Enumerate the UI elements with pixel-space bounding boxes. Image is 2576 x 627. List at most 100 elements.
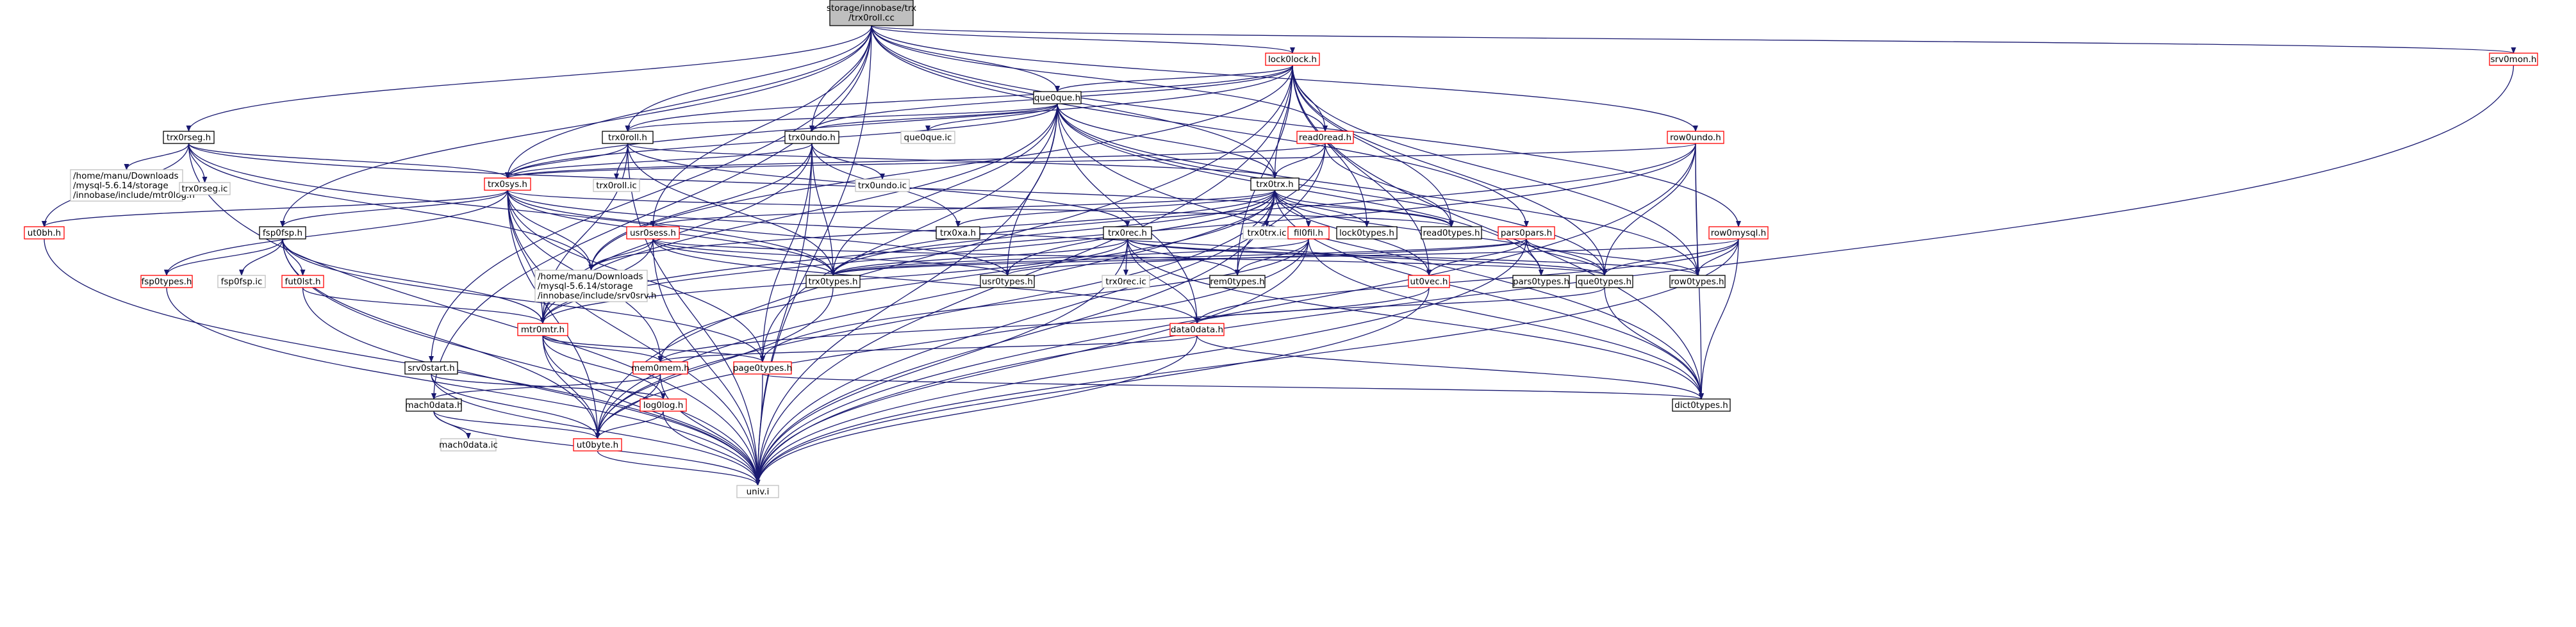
node-box (632, 361, 688, 375)
edge-trx0rseg-h-to-trx0sys-h (188, 143, 510, 179)
edge-trx0sys-h-to-usr0types-h (507, 190, 1010, 276)
node-box (855, 179, 910, 192)
node-trx0trx-h[interactable]: trx0trx.h (1250, 177, 1300, 191)
node-trx0roll-h[interactable]: trx0roll.h (602, 131, 654, 144)
node-label-line: /mysql-5.6.14/storage (538, 281, 633, 291)
node-rem0types-h[interactable]: rem0types.h (1209, 275, 1266, 288)
node-row0mysql-h[interactable]: row0mysql.h (1708, 226, 1769, 240)
node-home-path-1: /home/manu/Downloads/mysql-5.6.14/storag… (70, 169, 195, 202)
node-label-line: pars0types.h (1513, 277, 1569, 287)
node-home-path-2: /home/manu/Downloads/mysql-5.6.14/storag… (534, 270, 656, 302)
edge-que0que-h-to-trx0undo-h (809, 103, 1058, 132)
node-label-line: trx0rec.ic (1105, 277, 1146, 287)
node-box (805, 275, 861, 288)
node-label-line: log0log.h (643, 400, 684, 411)
edge-root-to-trx0sys-h (505, 25, 872, 179)
node-trx0types-h[interactable]: trx0types.h (805, 275, 861, 288)
edge-pars0pars-h-to-que0types-h (1526, 238, 1607, 276)
node-ut0bh-h[interactable]: ut0bh.h (24, 226, 65, 240)
edge-trx0rseg-h-to-home-path-1 (124, 143, 190, 170)
node-fsp0types-h[interactable]: fsp0types.h (140, 275, 193, 288)
node-trx0trx-ic: trx0trx.ic (1243, 226, 1291, 240)
edge-que0que-h-to-que0types-h (1057, 103, 1607, 276)
node-box (936, 226, 980, 240)
node-label-line: /innobase/include/srv0srv.h (538, 291, 656, 301)
node-lock0types-h[interactable]: lock0types.h (1336, 226, 1398, 240)
edge-root-to-row0mysql-h (871, 25, 1741, 227)
node-box (406, 398, 462, 412)
node-box (24, 226, 65, 240)
node-box (900, 131, 955, 144)
node-mach0data-h[interactable]: mach0data.h (405, 398, 463, 412)
node-label-line: trx0rseg.h (167, 133, 211, 143)
node-label-line: que0que.h (1034, 93, 1080, 103)
node-box (1169, 323, 1225, 336)
edge-mtr0mtr-h-to-ut0byte-h (542, 335, 600, 439)
edge-fil0fil-h-to-trx0types-h (830, 238, 1309, 276)
node-fsp0fsp-h[interactable]: fsp0fsp.h (259, 226, 306, 240)
node-srv0start-h[interactable]: srv0start.h (404, 361, 458, 375)
node-box (534, 270, 648, 302)
node-trx0rec-h[interactable]: trx0rec.h (1103, 226, 1152, 240)
edge-mem0mem-h-to-ut0byte-h (595, 373, 661, 439)
edge-read0read-h-to-univ-i (755, 143, 1326, 486)
node-trx0rseg-h[interactable]: trx0rseg.h (163, 131, 215, 144)
node-trx0xa-h[interactable]: trx0xa.h (936, 226, 980, 240)
node-trx0rec-ic: trx0rec.ic (1102, 275, 1150, 288)
node-fil0fil-h[interactable]: fil0fil.h (1287, 226, 1330, 240)
node-mtr0mtr-h[interactable]: mtr0mtr.h (517, 323, 568, 336)
node-fut0lst-h[interactable]: fut0lst.h (281, 275, 324, 288)
node-label-line: trx0types.h (808, 277, 857, 287)
node-mem0mem-h[interactable]: mem0mem.h (631, 361, 689, 375)
node-lock0lock-h[interactable]: lock0lock.h (1265, 53, 1320, 66)
node-row0undo-h[interactable]: row0undo.h (1667, 131, 1724, 144)
node-dict0types-h[interactable]: dict0types.h (1672, 398, 1731, 412)
edge-fil0fil-h-to-dict0types-h (1308, 238, 1704, 400)
node-que0que-h[interactable]: que0que.h (1033, 91, 1082, 104)
node-srv0mon-h[interactable]: srv0mon.h (2489, 53, 2538, 66)
node-usr0types-h[interactable]: usr0types.h (980, 275, 1035, 288)
edge-trx0rec-h-to-data0data-h (1127, 238, 1200, 324)
node-row0types-h[interactable]: row0types.h (1669, 275, 1726, 288)
node-label-line: usr0sess.h (630, 228, 676, 238)
node-label-line: /innobase/include/mtr0log.h (73, 190, 195, 200)
node-ut0vec-h[interactable]: ut0vec.h (1408, 275, 1450, 288)
edge-row0mysql-h-to-trx0types-h (830, 238, 1739, 276)
node-pars0pars-h[interactable]: pars0pars.h (1498, 226, 1555, 240)
node-univ-i: univ.i (736, 485, 779, 498)
edge-trx0undo-h-to-home-path-2 (588, 143, 813, 271)
node-ut0byte-h[interactable]: ut0byte.h (573, 438, 622, 452)
node-box (2489, 53, 2538, 66)
node-box (1033, 91, 1082, 104)
node-label-line: srv0mon.h (2491, 54, 2537, 65)
node-read0read-h[interactable]: read0read.h (1296, 131, 1354, 144)
edge-trx0trx-h-to-usr0sess-h (650, 190, 1276, 227)
edge-read0read-h-to-trx0trx-h (1272, 143, 1326, 179)
node-trx0sys-h[interactable]: trx0sys.h (484, 177, 531, 191)
edge-pars0pars-h-to-pars0types-h (1526, 238, 1544, 276)
node-label-line: row0mysql.h (1711, 228, 1766, 238)
node-read0types-h[interactable]: read0types.h (1421, 226, 1482, 240)
edge-trx0trx-h-to-ut0byte-h (595, 190, 1276, 439)
node-box (1287, 226, 1330, 240)
node-que0types-h[interactable]: que0types.h (1576, 275, 1633, 288)
node-box (1296, 131, 1354, 144)
node-pars0types-h[interactable]: pars0types.h (1512, 275, 1570, 288)
edge-trx0roll-h-to-trx0trx-h (627, 143, 1278, 179)
node-label-line: trx0sys.h (488, 179, 527, 190)
edge-pars0pars-h-to-univ-i (755, 238, 1527, 486)
edge-root-to-srv0mon-h (871, 25, 2516, 54)
node-label-line: trx0trx.h (1256, 179, 1293, 190)
node-trx0roll-ic: trx0roll.ic (593, 179, 640, 192)
node-log0log-h[interactable]: log0log.h (640, 398, 687, 412)
edge-root-to-usr0sess-h (650, 25, 872, 227)
node-page0types-h[interactable]: page0types.h (733, 361, 792, 375)
node-trx0undo-h[interactable]: trx0undo.h (784, 131, 839, 144)
node-data0data-h[interactable]: data0data.h (1169, 323, 1225, 336)
edge-fut0lst-h-to-mtr0mtr-h (302, 287, 545, 324)
edge-row0undo-h-to-que0types-h (1602, 143, 1696, 276)
node-usr0sess-h[interactable]: usr0sess.h (626, 226, 680, 240)
node-box (1576, 275, 1633, 288)
edge-fut0lst-h-to-univ-i (302, 287, 761, 486)
edge-trx0trx-h-to-univ-i (755, 190, 1276, 486)
